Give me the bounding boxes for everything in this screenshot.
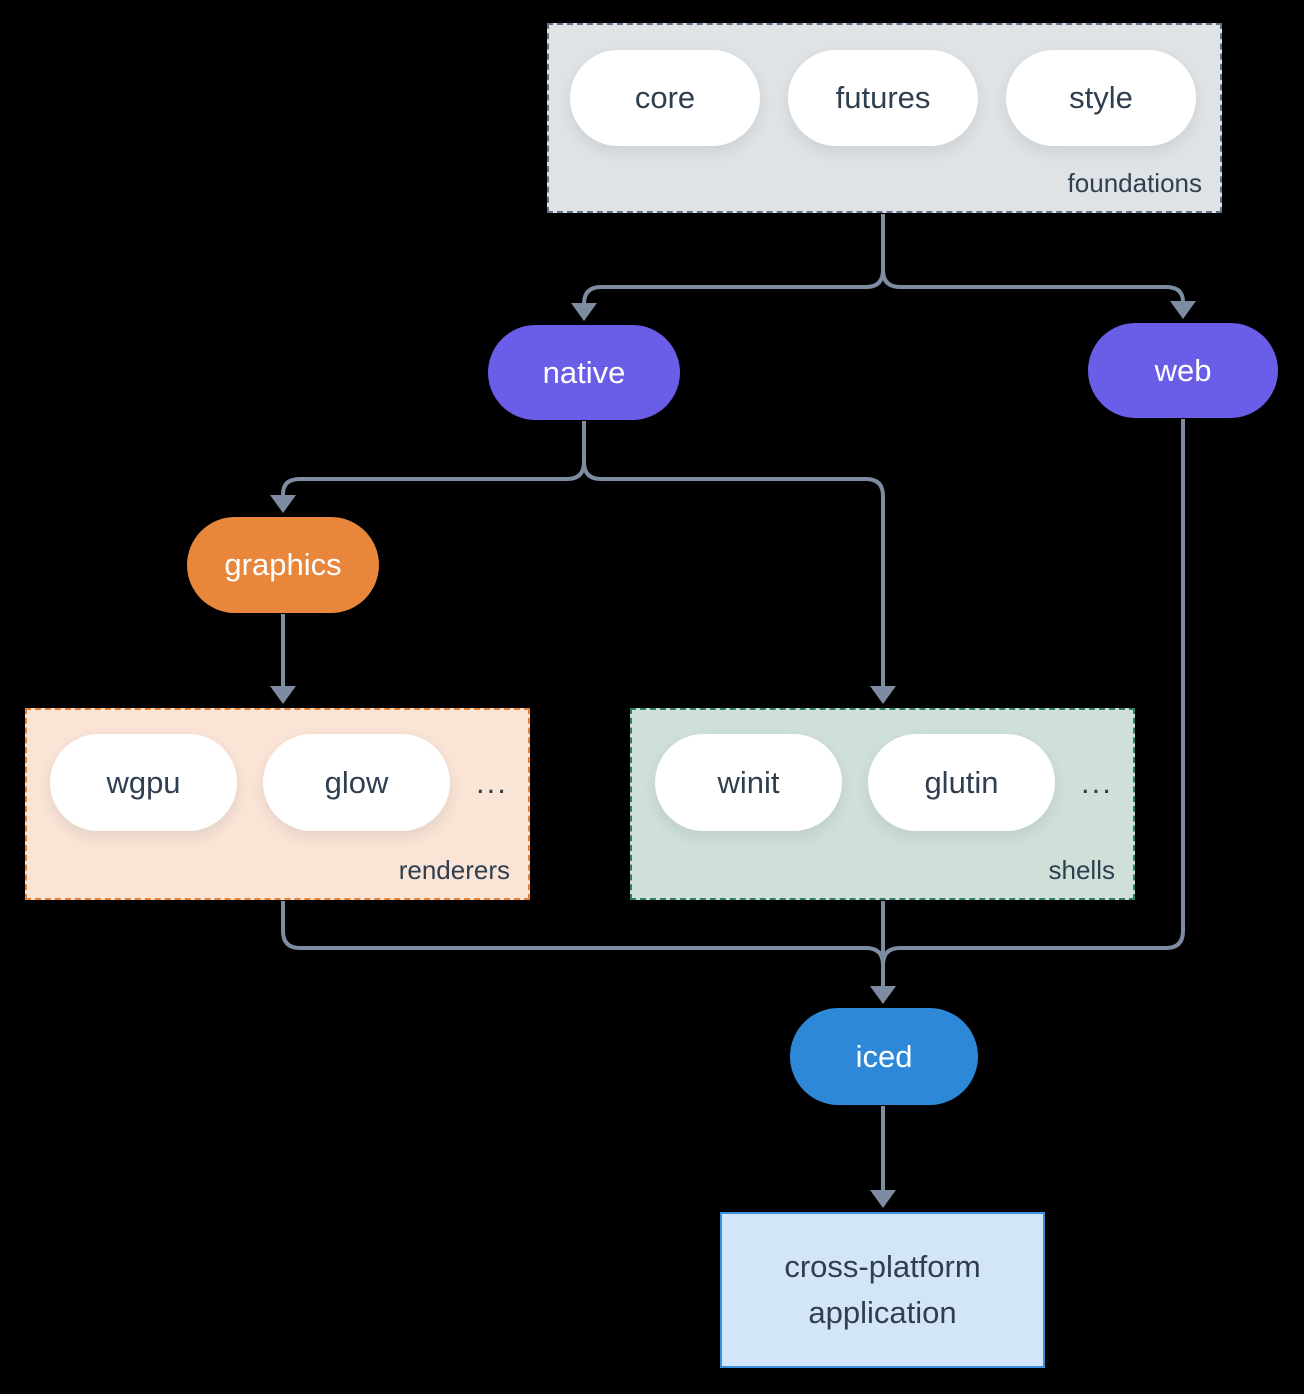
arrowhead-application xyxy=(870,1190,896,1208)
node-iced[interactable]: iced xyxy=(790,1008,978,1105)
node-glow[interactable]: glow xyxy=(263,734,450,831)
edge-renderers-iced xyxy=(281,901,885,986)
node-graphics[interactable]: graphics xyxy=(187,517,379,613)
node-cross-platform-application[interactable]: cross-platform application xyxy=(720,1212,1045,1368)
node-graphics-label: graphics xyxy=(224,547,342,582)
arrowhead-native xyxy=(571,303,597,321)
application-label-line-1: cross-platform xyxy=(784,1248,981,1284)
node-wgpu[interactable]: wgpu xyxy=(50,734,237,831)
node-web-label: web xyxy=(1154,352,1212,388)
arrowhead-renderers xyxy=(270,686,296,704)
renderers-pill-row: wgpu glow ... xyxy=(27,710,528,831)
node-winit[interactable]: winit xyxy=(655,734,842,831)
edge-foundations-web xyxy=(881,214,1185,304)
arrowhead-iced xyxy=(870,986,896,1004)
arrowhead-graphics xyxy=(270,495,296,513)
arrowhead-web xyxy=(1170,301,1196,319)
node-wgpu-label: wgpu xyxy=(106,764,181,800)
node-web[interactable]: web xyxy=(1088,323,1278,418)
node-winit-label: winit xyxy=(717,764,780,800)
node-style[interactable]: style xyxy=(1006,50,1196,146)
group-shells: winit glutin ... shells xyxy=(630,708,1135,900)
node-native-label: native xyxy=(542,354,626,390)
foundations-group-label: foundations xyxy=(1067,168,1202,198)
group-foundations: core futures style foundations xyxy=(547,23,1222,213)
group-renderers: wgpu glow ... renderers xyxy=(25,708,530,900)
node-native[interactable]: native xyxy=(488,325,680,420)
arrowhead-shells xyxy=(870,686,896,704)
node-style-label: style xyxy=(1069,80,1133,115)
renderers-group-label: renderers xyxy=(398,855,510,885)
node-glow-label: glow xyxy=(324,764,389,800)
edge-native-graphics xyxy=(281,421,586,496)
node-iced-label: iced xyxy=(855,1038,913,1074)
foundations-pill-row: core futures style xyxy=(549,25,1220,146)
shells-group-label: shells xyxy=(1048,855,1115,885)
node-futures-label: futures xyxy=(835,80,931,115)
node-glutin[interactable]: glutin xyxy=(868,734,1055,831)
edge-foundations-native xyxy=(582,214,885,306)
node-futures[interactable]: futures xyxy=(788,50,978,146)
renderers-ellipsis: ... xyxy=(476,764,508,800)
shells-ellipsis: ... xyxy=(1081,764,1113,800)
application-label-line-2: application xyxy=(808,1295,957,1330)
shells-pill-row: winit glutin ... xyxy=(632,710,1133,831)
edge-native-shells xyxy=(582,421,885,687)
node-core-label: core xyxy=(634,80,696,115)
node-glutin-label: glutin xyxy=(924,764,999,800)
node-core[interactable]: core xyxy=(570,50,760,146)
